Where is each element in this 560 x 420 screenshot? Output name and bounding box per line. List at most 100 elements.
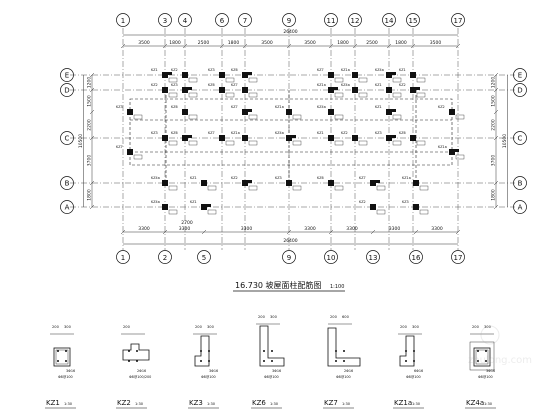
detail-dim: 300 [270,315,278,319]
column-mark [370,180,376,186]
dim-top: 1800 [169,40,181,46]
column-mark [127,149,133,155]
rebar-dot [208,360,210,362]
detail-bar: 3Φ16 [486,369,495,373]
detail-stirrup: Φ8@100 [264,375,279,379]
section-outline [53,347,71,367]
axis-bubble-top [382,13,396,27]
column-mark [242,180,248,186]
dim-tick [162,43,168,49]
dim-tick [413,229,419,235]
detail-stirrup: Φ8@100 [58,375,73,379]
watermark: zhulong.com [468,325,532,366]
column-tag: KZ7 [231,83,238,87]
column-tag: KZ1 [151,68,158,72]
column-tag: KZ1a [275,105,284,109]
column-note-box [225,92,235,98]
rebar-dot [413,360,415,362]
column-tag: KZ3 [116,105,123,109]
rebar-dot [136,360,138,362]
axis-bubble-left [60,131,74,145]
column-note-box [188,140,198,146]
rebar-dot [263,360,265,362]
axis-bubble-bottom [158,250,172,264]
rebar-dot [413,350,415,352]
section-outline [469,341,495,371]
axis-label-top: 11 [327,17,336,25]
column-mark [413,204,419,210]
column-mark [376,180,380,183]
dim-right: 1800 [491,189,497,201]
column-note-box [416,77,426,83]
axis-bubble-left [60,176,74,190]
plan-title: 16.730 坡屋面柱配筋图 [235,280,322,290]
column-note-box [248,185,258,191]
column-tag: KZ4a [341,83,350,87]
column-mark [392,72,396,75]
column-mark [386,87,392,93]
column-mark [286,135,292,141]
column-note-box [358,140,368,146]
dim-tick [120,43,126,49]
column-note-box [392,114,402,120]
detail-bar: 3Φ16 [66,369,75,373]
column-mark [242,135,248,141]
axis-bubble-top [238,13,252,27]
column-note-box [392,77,402,83]
dim-top-total: 26400 [283,29,297,35]
column-mark [248,109,252,112]
column-tag: KZ2 [171,68,178,72]
column-note-box [292,185,302,191]
column-mark [410,87,416,93]
column-note-box [416,140,426,146]
axis-bubble-left [60,200,74,214]
dim-right: 1200 [491,77,497,89]
section-outline [473,347,491,367]
column-tag: KZ2 [359,200,366,204]
column-mark [248,180,252,183]
dim-left: 1500 [87,95,93,107]
dim-left: 3700 [87,155,93,167]
column-mark [182,109,188,115]
column-tag: KZ6 [208,83,215,87]
rebar-dot [128,350,130,352]
detail-dim: 300 [484,325,492,329]
column-tag: KZ6 [399,131,406,135]
rebar-dot [335,350,337,352]
column-mark [162,87,168,93]
dim-bottom: 3300 [389,226,401,232]
column-note-box [133,114,143,120]
column-tag: KZ4a [317,105,326,109]
detail-bar: 6Φ16 [414,369,423,373]
section-outline [194,335,210,367]
detail-scale: 1:30 [342,402,351,406]
axis-label-top: 7 [243,17,247,25]
axis-bubble-top [282,13,296,27]
rebar-dot [343,350,345,352]
column-tag: KZ4a [151,200,160,204]
axis-bubble-bottom [451,250,465,264]
dim-right: 1500 [491,95,497,107]
column-note-box [248,114,258,120]
axis-label-top: 4 [183,17,188,25]
column-tag: KZ6 [317,176,324,180]
column-mark [386,72,392,78]
column-tag: KZ7 [317,68,324,72]
axis-label-top: 17 [454,17,463,25]
detail-bar: 2Φ16 [344,369,353,373]
column-note-box [168,92,178,98]
column-tag: KZ3 [171,83,178,87]
column-note-box [334,114,344,120]
column-note-box [188,92,198,98]
axis-label-top: 15 [409,17,418,25]
detail-label: KZ2 [117,399,131,407]
watermark-text: zhulong.com [468,355,532,366]
dim-right-total: 10500 [502,134,508,148]
detail-label: KZ1a [394,399,412,407]
column-mark [292,135,296,138]
column-tag: KZ2 [231,176,238,180]
axis-bubble-bottom [366,250,380,264]
column-note-box [168,77,178,83]
